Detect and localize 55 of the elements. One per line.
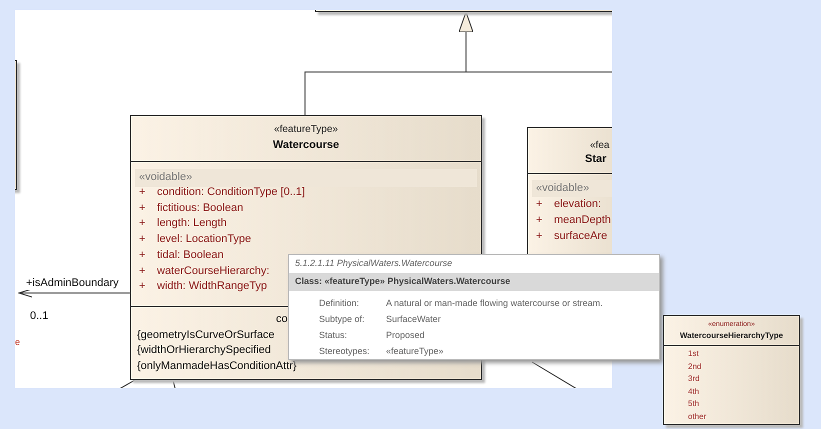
attribute-text: +	[139, 248, 146, 262]
tooltip-text: SurfaceWater	[386, 314, 441, 325]
attribute-text: condition: ConditionType [0..1]	[157, 186, 305, 200]
tooltip-text: Status:	[319, 330, 348, 341]
attribute-text: surfaceAre	[554, 230, 608, 244]
class-name: Star	[585, 153, 606, 166]
association-line	[172, 380, 178, 388]
enumeration-box	[663, 315, 800, 425]
generalization-arrow	[304, 12, 474, 116]
attribute-text: +	[536, 230, 542, 244]
tooltip-heading: Class: «featureType» PhysicalWaters.Watercourse	[295, 276, 510, 287]
enum-value: 3rd	[688, 374, 700, 384]
attribute-text: +	[139, 264, 146, 278]
tooltip-text: Stereotypes:	[319, 346, 370, 357]
class-name: Watercourse	[272, 139, 340, 152]
attribute-text: +	[139, 280, 146, 294]
attribute-text: meanDepth	[554, 214, 611, 228]
attribute-text: +	[139, 217, 146, 231]
enum-value: 2nd	[688, 362, 702, 372]
association-arrow	[18, 288, 130, 298]
constraint-text: co	[276, 313, 288, 326]
tooltip-text: Definition:	[319, 298, 360, 309]
attribute-text: +	[139, 202, 146, 215]
attribute-text: length: Length	[157, 217, 227, 231]
constraint-text: {onlyManmadeHasConditionAttr}	[137, 360, 297, 374]
attribute-text: level: LocationType	[157, 233, 252, 246]
constraint-text: {geometryIsCurveOrSurface	[137, 329, 275, 342]
attribute-text: waterCourseHierarchy:	[157, 264, 270, 278]
attribute-text: elevation:	[554, 198, 602, 212]
stereotype-label: «voidable»	[139, 171, 192, 184]
attribute-text: +	[536, 198, 542, 212]
stereotype-label: «fea	[590, 140, 610, 152]
tooltip-text: A natural or man-made flowing watercourse or stream.	[386, 298, 603, 309]
tooltip-popup	[288, 254, 660, 360]
multiplicity-label: 0..1	[30, 310, 48, 324]
tooltip-text: Subtype of:	[319, 314, 365, 325]
text-fragment: e	[15, 337, 20, 348]
attribute-text: +	[139, 233, 146, 246]
constraint-text: {widthOrHierarchySpecified	[137, 344, 271, 358]
stereotype-label: «voidable»	[536, 182, 590, 196]
tooltip-title: 5.1.2.1.11 PhysicalWaters.Watercourse	[295, 258, 452, 269]
tooltip-text: «featureType»	[386, 346, 444, 357]
enum-value: 5th	[688, 399, 700, 409]
class-name: WatercourseHierarchyType	[678, 331, 784, 341]
attribute-text: +	[139, 186, 146, 200]
attribute-text: +	[536, 214, 542, 228]
attribute-text: width: WidthRangeTyp	[157, 280, 268, 294]
enum-value: other	[688, 412, 706, 422]
enum-value: 4th	[688, 386, 700, 396]
tooltip-text: Proposed	[386, 330, 425, 341]
enum-value: 1st	[688, 349, 699, 359]
attribute-text: fictitious: Boolean	[157, 202, 244, 215]
role-label: +isAdminBoundary	[25, 277, 120, 290]
attribute-text: tidal: Boolean	[157, 248, 224, 262]
stereotype-label: «featureType»	[273, 124, 339, 136]
